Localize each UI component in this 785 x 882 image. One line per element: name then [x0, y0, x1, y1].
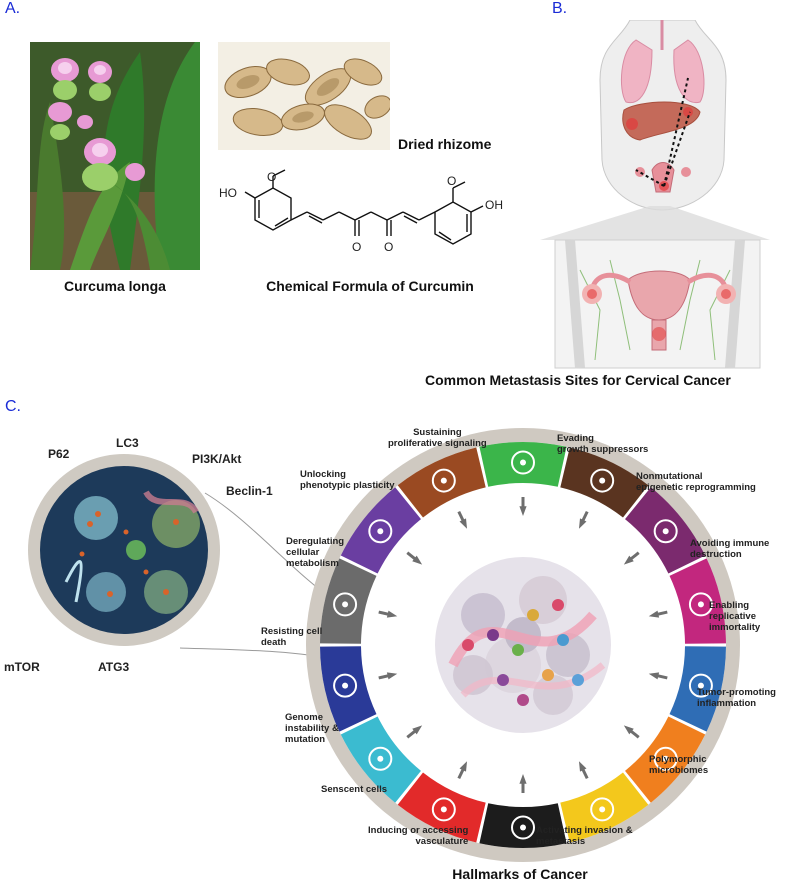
arrow-head [623, 725, 634, 735]
hallmark-label-activating-invasion-metastasis: Activating invasion & metastasis [536, 825, 633, 847]
hallmark-segment [669, 646, 726, 732]
curcumin-structure: O HO O OH O O [215, 168, 525, 268]
arrow-head [648, 672, 660, 680]
atom-icon [368, 519, 393, 544]
body-metastasis-illustration [540, 19, 785, 370]
arrow-head [578, 518, 587, 529]
cross-icon [333, 592, 358, 617]
arrow-head [459, 761, 468, 772]
marker-lc3: LC3 [116, 436, 139, 450]
arrow-head [578, 761, 587, 772]
arrow-head [412, 725, 423, 735]
ketone-oxygen-2: O [384, 240, 394, 254]
marker-atg3: ATG3 [98, 660, 130, 674]
curcumin-formula-caption: Chemical Formula of Curcumin [266, 278, 474, 294]
arrow-head [386, 610, 398, 618]
methoxy-left-oxygen: O [267, 170, 277, 184]
metastasis-caption: Common Metastasis Sites for Cervical Can… [425, 372, 731, 388]
infinity-icon [688, 673, 713, 698]
hallmark-label-deregulating-cellular-metabolism: Deregulating cellular metabolism [286, 536, 345, 569]
key-icon [431, 468, 456, 493]
marker-mtor: mTOR [4, 660, 40, 674]
dried-rhizome-image [218, 42, 392, 150]
arrow-head [648, 610, 660, 618]
marker-pi3k-akt: PI3K/Akt [192, 452, 242, 466]
hallmark-segment [320, 646, 377, 732]
arrow-up-right-icon [511, 450, 535, 475]
hallmark-label-inducing-accessing-vasculature: Inducing or accessing vasculature [368, 825, 469, 847]
hallmark-label-polymorphic-microbiomes: Polymorphic microbiomes [649, 754, 709, 776]
hallmark-segment [320, 558, 377, 644]
marker-p62: P62 [48, 447, 70, 461]
arrow-head [459, 518, 468, 529]
hydroxyl-left: HO [219, 186, 237, 200]
arrow-head [412, 555, 423, 565]
hallmark-label-nonmutational-epigenetic-reprogramming: Nonmutational epigenetic reprogramming [636, 471, 756, 493]
panel-a-letter: A. [5, 0, 21, 17]
hallmark-label-senscent-cells: Senscent cells [321, 784, 388, 795]
dna-icon [333, 673, 358, 698]
hallmark-label-unlocking-phenotypic-plasticity: Unlocking phenotypic plasticity [300, 469, 395, 491]
hallmark-label-tumor-promoting-inflammation: Tumor-promoting inflammation [697, 687, 776, 709]
flame-icon [653, 746, 678, 771]
hallmark-label-enabling-replicative-immortality: Enabling replicative immortality [709, 600, 761, 633]
dried-rhizome-caption: Dried rhizome [398, 136, 492, 152]
curcuma-longa-caption: Curcuma longa [64, 278, 166, 294]
hallmark-label-resisting-cell-death: Resisting cell death [261, 626, 323, 648]
hallmark-label-genome-instability-mutation: Genome instability & mutation [285, 712, 339, 745]
hallmark-label-evading-growth-suppressors: Evading growth suppressors [557, 433, 649, 455]
hydroxyl-right: OH [485, 198, 503, 212]
arrow-head [386, 672, 398, 680]
arrow-head [623, 555, 634, 565]
panel-b-letter: B. [552, 0, 568, 17]
arrow-head [519, 774, 527, 784]
methoxy-right-oxygen: O [447, 174, 457, 188]
hallmarks-caption: Hallmarks of Cancer [452, 866, 588, 882]
autophagy-circle-image [26, 452, 222, 648]
vessel-icon [431, 797, 456, 822]
tumor-illustration [435, 557, 611, 733]
bacteria-icon [590, 797, 615, 822]
no-entry-icon [590, 468, 615, 493]
curcuma-plant-image [30, 42, 200, 270]
immune-cell-icon [688, 592, 713, 617]
hallmark-label-avoiding-immune-destruction: Avoiding immune destruction [690, 538, 770, 560]
hallmark-segment [669, 558, 726, 644]
arrow-head [519, 506, 527, 516]
panel-c-letter: C. [5, 398, 21, 415]
marker-beclin-1: Beclin-1 [226, 484, 273, 498]
ketone-oxygen-1: O [352, 240, 362, 254]
cell-migration-icon [511, 815, 535, 840]
hallmark-label-sustaining-proliferative-signaling: Sustaining proliferative signaling [388, 427, 487, 449]
dna-coil-icon [653, 519, 678, 544]
leaf-icon [368, 746, 393, 771]
